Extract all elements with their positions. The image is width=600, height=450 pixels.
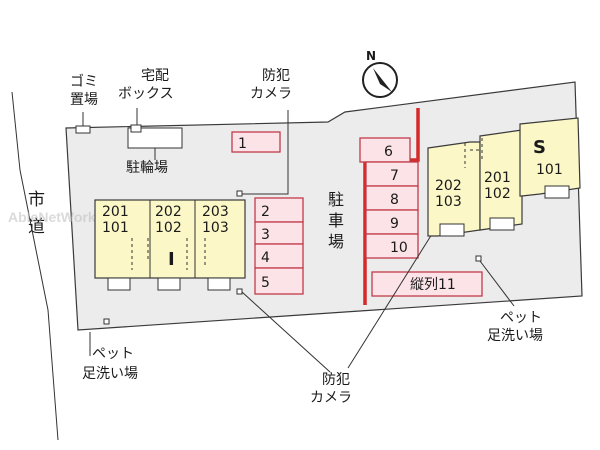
watermark: AbleNetWork [8, 209, 96, 225]
parking-space-7 [365, 161, 419, 187]
unit-s-1-upper: 202 [435, 178, 462, 194]
parking-label-1: 1 [238, 136, 247, 152]
unit-s-2-lower: 102 [484, 186, 511, 202]
parking-label-10: 10 [390, 240, 408, 256]
parking-label-9: 9 [390, 216, 399, 232]
building-i: I [94, 199, 246, 291]
city-road-label-2: 道 [28, 217, 45, 237]
parking-label-4: 4 [261, 250, 270, 266]
compass-label: N [366, 49, 376, 63]
city-road-label: 市 [28, 190, 45, 210]
unit-s-3-lower: 101 [536, 162, 563, 178]
north-compass-icon: N [362, 49, 398, 98]
unit-i-2-lower: 102 [155, 220, 182, 236]
city-road-char-2: 道 [28, 217, 45, 237]
building-s: S [427, 117, 581, 237]
parking-space-10 [365, 233, 419, 259]
building-s-name: S [533, 137, 546, 158]
parking-label-2: 2 [261, 204, 270, 220]
camera-top [236, 190, 243, 197]
unit-s-1-lower: 103 [435, 194, 462, 210]
unit-i-1-lower: 101 [102, 220, 129, 236]
delivery-box [130, 124, 142, 133]
parking-left-column [254, 197, 304, 295]
unit-i-3-upper: 203 [202, 204, 229, 220]
building-i-name: I [168, 249, 175, 270]
camera-bottom-left [236, 288, 243, 295]
parking-space-8 [365, 185, 419, 211]
pet-wash-left [103, 318, 110, 325]
garbage-area [75, 125, 91, 134]
road-edge [11, 91, 59, 441]
camera-top-label: 防犯 カメラ [250, 68, 294, 102]
unit-s-2-upper: 201 [484, 170, 511, 186]
parking-label-5: 5 [261, 275, 270, 291]
delivery-box-label: 宅配 ボックス [118, 68, 174, 102]
parking-area-label: 駐 車 場 [328, 190, 349, 251]
city-road-char-1: 市 [28, 190, 45, 210]
parking-space-5 [254, 267, 304, 295]
parking-label-8: 8 [390, 192, 399, 208]
parking-label-7: 7 [390, 168, 399, 184]
parking-space-1 [231, 131, 281, 153]
parking-label-6: 6 [384, 144, 393, 160]
camera-bottom-label: 防犯 カメラ [310, 372, 354, 406]
pet-wash-right [475, 255, 482, 262]
pet-wash-right-label: ペット 足洗い場 [487, 310, 546, 344]
parking-right-column [359, 137, 419, 259]
parking-space-6 [359, 137, 411, 163]
bicycle-parking-label: 駐輪場 [126, 159, 168, 176]
parking-space-4 [254, 243, 304, 269]
parking-space-9 [365, 209, 419, 235]
parking-space-tandem-11 [371, 271, 483, 297]
pet-wash-left-label: ペット 足洗い場 [82, 346, 138, 382]
garbage-label: ゴミ 置場 [70, 73, 102, 108]
parking-label-3: 3 [261, 227, 270, 243]
unit-i-3-lower: 103 [202, 220, 229, 236]
unit-i-1-upper: 201 [102, 204, 129, 220]
parking-label-tandem-11: 縦列11 [410, 277, 456, 293]
unit-i-2-upper: 202 [155, 204, 182, 220]
